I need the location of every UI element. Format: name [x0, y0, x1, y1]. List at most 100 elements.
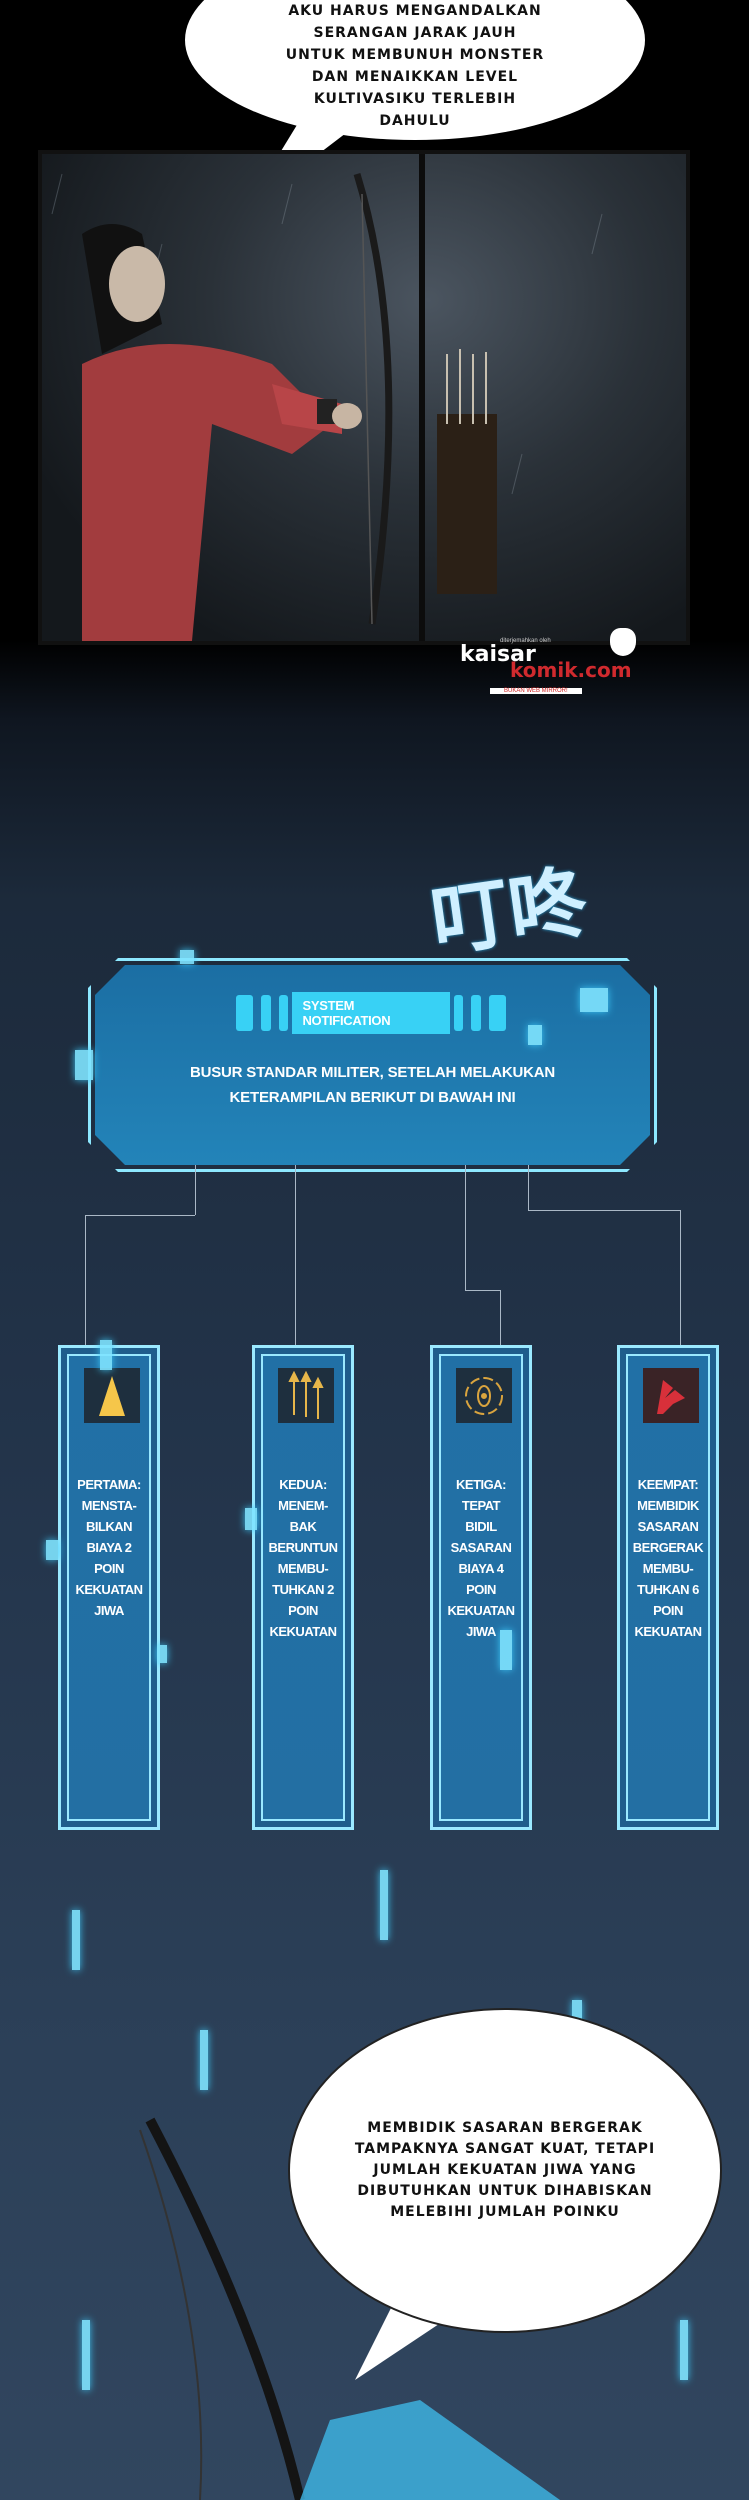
watermark-brand-2: komik.com [510, 658, 632, 682]
header-bar [236, 995, 254, 1031]
bubble-line: KULTIVASIKU TERLEBIH [313, 91, 517, 107]
glow-square [100, 1340, 112, 1370]
glow-square [75, 1050, 93, 1080]
skill-text: BIAYA 2 [86, 1540, 132, 1555]
skill-text: BIDIL [465, 1519, 497, 1534]
connector-line [85, 1215, 195, 1216]
connector-line [295, 1165, 296, 1345]
bubble-line: DIBUTUHKAN UNTUK DIHABISKAN [357, 2183, 653, 2199]
bubble-line: DAHULU [379, 113, 451, 129]
glow-square [180, 950, 194, 964]
connector-line [528, 1165, 529, 1210]
skill-text: MENEM- [278, 1498, 328, 1513]
connector-line [528, 1210, 680, 1211]
top-speech-bubble: AKU HARUS MENGANDALKAN SERANGAN JARAK JA… [185, 0, 645, 140]
glow-square [46, 1540, 58, 1560]
bottom-speech-bubble: MEMBIDIK SASARAN BERGERAK TAMPAKNYA SANG… [288, 2008, 722, 2333]
skill-text: PERTAMA: [77, 1477, 141, 1492]
triangle-icon [84, 1368, 140, 1423]
skill-text: TUHKAN 6 [637, 1582, 699, 1597]
glow-bar [82, 2320, 90, 2390]
bow-illustration [139, 2117, 560, 2500]
header-bar [278, 995, 289, 1031]
skill-text: KEKUATAN [634, 1624, 702, 1639]
skill-text: KEEMPAT: [637, 1477, 699, 1492]
skill-text: MENSTA- [81, 1498, 137, 1513]
skill-text: SASARAN [450, 1540, 512, 1555]
skill-text: JIWA [94, 1603, 124, 1618]
bubble-line: DAN MENAIKKAN LEVEL [311, 69, 519, 85]
fox-mask-icon [610, 628, 636, 656]
watermark-credit: diterjemahkan oleh [500, 638, 551, 644]
skill-text: POIN [288, 1603, 318, 1618]
connector-line [680, 1210, 681, 1345]
skill-text: POIN [466, 1582, 496, 1597]
skill-text: SASARAN [637, 1519, 699, 1534]
comic-panel-archer [38, 150, 690, 645]
skill-text: KEDUA: [279, 1477, 327, 1492]
skill-text: JIWA [466, 1624, 496, 1639]
glow-bar [200, 2030, 208, 2090]
skill-text: POIN [94, 1561, 124, 1576]
header-bar [453, 995, 464, 1031]
connector-line [500, 1290, 501, 1345]
skill-text: KEKUATAN [447, 1603, 515, 1618]
skill-text: BAK [289, 1519, 317, 1534]
watermark-tagline: BUKAN WEB MIRROR! [490, 688, 582, 694]
glow-square [157, 1645, 167, 1663]
skill-text: MEMBU- [642, 1561, 694, 1576]
skill-text: KETIGA: [456, 1477, 506, 1492]
skill-text: KEKUATAN [269, 1624, 337, 1639]
notification-line: KETERAMPILAN BERIKUT DI BAWAH INI [229, 1089, 516, 1106]
skill-card-1: PERTAMA: MENSTA- BILKAN BIAYA 2 POIN KEKUATAN… [58, 1345, 160, 1830]
skill-text: POIN [653, 1603, 683, 1618]
skill-text: MEMBIDIK [637, 1498, 699, 1513]
skill-text: TUHKAN 2 [272, 1582, 334, 1597]
skill-card-2: KEDUA: MENEM- BAK BERUNTUN MEMBU- TUHKAN 2 POI… [252, 1345, 354, 1830]
bubble-line: MELEBIHI JUMLAH POINKU [390, 2204, 620, 2220]
skill-text: BERGERAK [632, 1540, 704, 1555]
connector-line [465, 1165, 466, 1290]
skill-card-4: KEEMPAT: MEMBIDIK SASARAN BERGERAK MEMBU- TUH… [617, 1345, 719, 1830]
bubble-line: JUMLAH KEKUATAN JIWA YANG [373, 2162, 637, 2178]
watermark-brand-1: kaisar [460, 642, 536, 667]
skill-text: BIAYA 4 [458, 1561, 504, 1576]
skill-text: KEKUATAN [75, 1582, 143, 1597]
watermark: diterjemahkan oleh kaisar komik.com BUKA… [460, 628, 640, 698]
notification-line: BUSUR STANDAR MILITER, SETELAH MELAKUKAN [189, 1064, 556, 1081]
header-bar [471, 995, 481, 1031]
target-icon [456, 1368, 512, 1423]
triple-arrow-icon [278, 1368, 334, 1423]
bubble-line: SERANGAN JARAK JAUH [313, 25, 517, 41]
glow-bar [72, 1910, 80, 1970]
skill-text: BERUNTUN [268, 1540, 338, 1555]
notification-body: BUSUR STANDAR MILITER, SETELAH MELAKUKAN… [120, 1060, 625, 1110]
glow-bar [680, 2320, 688, 2380]
glow-square [528, 1025, 542, 1045]
bubble-line: TAMPAKNYA SANGAT KUAT, TETAPI [354, 2141, 656, 2157]
quiver [437, 414, 497, 594]
system-panel-fragment [300, 2400, 560, 2500]
connector-line [195, 1165, 196, 1215]
header-bar [261, 995, 271, 1031]
glow-bar [380, 1870, 388, 1940]
archer-illustration [51, 154, 603, 641]
notification-header: SYSTEM NOTIFICATION [232, 992, 510, 1034]
connector-line [85, 1215, 86, 1345]
skill-text: BILKAN [85, 1519, 133, 1534]
bow [353, 172, 393, 625]
red-arrow-icon [643, 1368, 699, 1423]
bubble-line: MEMBIDIK SASARAN BERGERAK [367, 2120, 643, 2136]
sound-effect: 叮咚 [425, 857, 593, 969]
skill-text: MEMBU- [277, 1561, 329, 1576]
glow-square [580, 988, 608, 1012]
header-bar [488, 995, 506, 1031]
glow-square [500, 1630, 512, 1670]
connector-line [465, 1290, 500, 1291]
red-robe [82, 344, 332, 641]
glow-square [245, 1508, 257, 1530]
bubble-line: AKU HARUS MENGANDALKAN [288, 3, 542, 19]
notification-title: SYSTEM NOTIFICATION [292, 992, 450, 1034]
bubble-line: UNTUK MEMBUNUH MONSTER [285, 47, 545, 63]
